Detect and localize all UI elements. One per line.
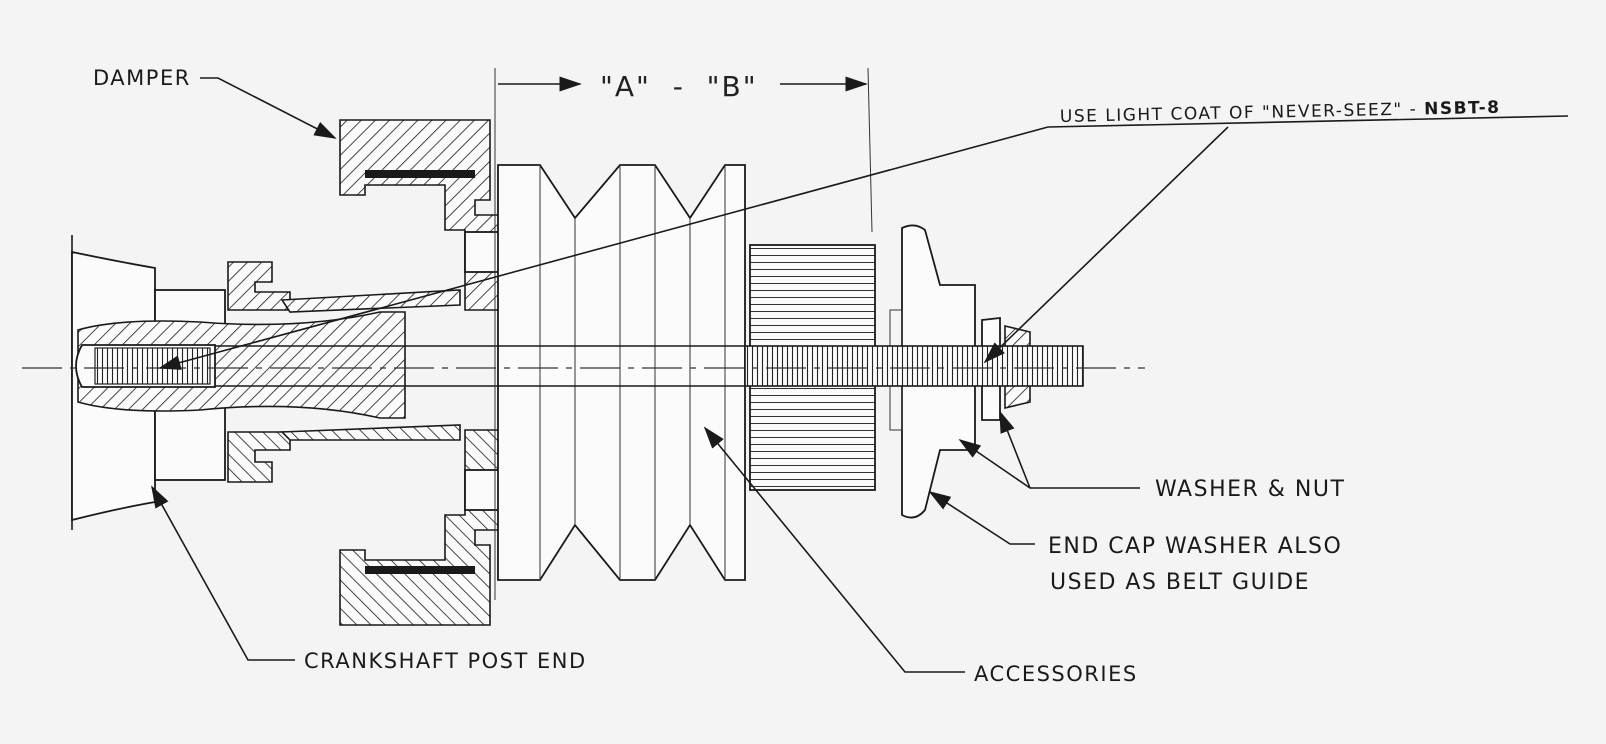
never-seez-leader-2 — [983, 126, 1229, 364]
damper-label: DAMPER — [93, 66, 191, 90]
accessories-leader — [703, 426, 965, 673]
washer-nut-label: WASHER & NUT — [1155, 477, 1345, 502]
crankshaft-leader — [151, 485, 295, 661]
crankshaft-post — [71, 235, 406, 530]
never-seez-text: USE LIGHT COAT OF "NEVER-SEEZ" - — [1060, 99, 1425, 127]
never-seez-baseline — [1047, 115, 1569, 128]
washer-nut-leader-2 — [999, 410, 1031, 489]
damper-leader — [200, 77, 337, 139]
washer-nut-leader — [958, 438, 1140, 489]
hub-flange-bottom — [227, 424, 461, 483]
never-seez-leader — [158, 126, 1049, 370]
accessory-pulley — [497, 164, 746, 581]
dimension-label: "A" - "B" — [600, 70, 758, 103]
crankshaft-label: CRANKSHAFT POST END — [304, 649, 587, 673]
end-cap-label-line2: USED AS BELT GUIDE — [1050, 570, 1310, 595]
never-seez-part-number: NSBT-8 — [1424, 98, 1501, 120]
hub-flange-top — [227, 261, 461, 313]
threaded-bolt — [744, 345, 1084, 387]
dimension-ab: "A" - "B" — [494, 67, 873, 600]
accessories-label: ACCESSORIES — [974, 662, 1138, 686]
end-cap-label-line1: END CAP WASHER ALSO — [1048, 534, 1342, 559]
end-cap-leader — [928, 490, 1035, 545]
